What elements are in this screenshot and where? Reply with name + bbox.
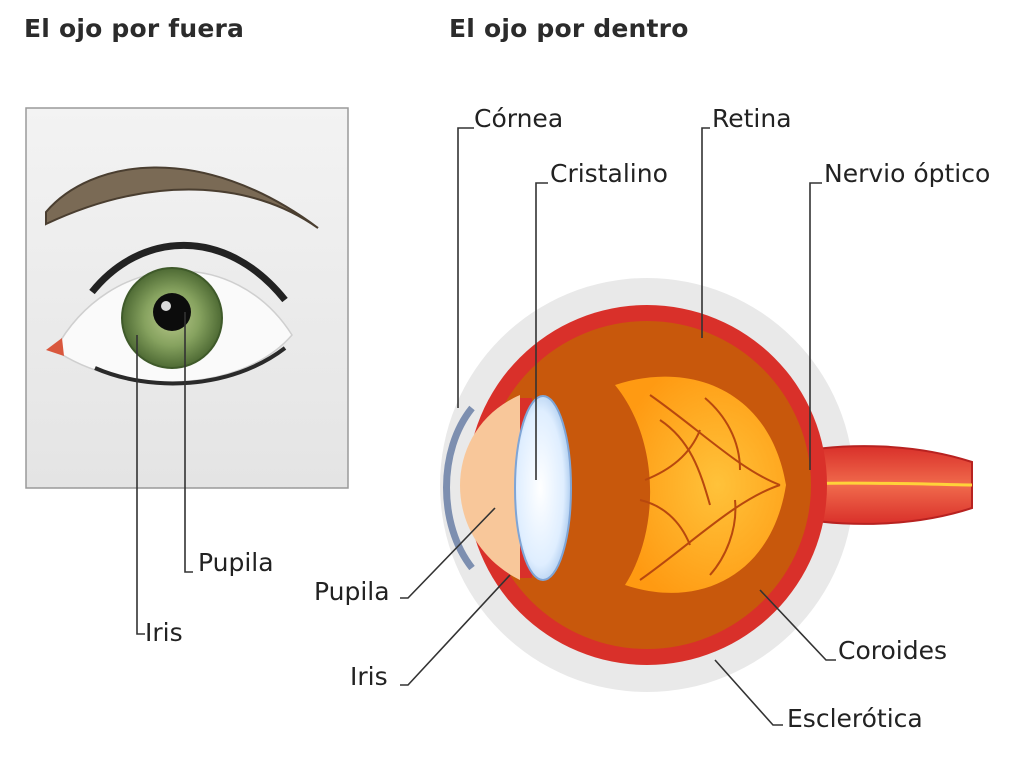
- lens: [514, 395, 572, 581]
- sclera-leader: [714, 659, 783, 726]
- pupil-highlight: [161, 301, 171, 311]
- cornea-leader: [457, 127, 474, 408]
- retina-label: Retina: [712, 104, 792, 133]
- cornea-label: Córnea: [474, 104, 564, 133]
- cornea-edge: [443, 405, 475, 571]
- retina-area: [615, 376, 786, 593]
- optic-nerve: [779, 445, 973, 525]
- sclera-label: Esclerótica: [787, 704, 923, 733]
- upper-eyelashes: [89, 242, 288, 303]
- outside-iris-label: Iris: [145, 618, 183, 647]
- lower-eyelashes: [94, 346, 287, 386]
- inside-iris-label: Iris: [350, 662, 388, 691]
- optic-nerve-label: Nervio óptico: [824, 159, 991, 188]
- inside-heading: El ojo por dentro: [449, 14, 689, 43]
- outside-iris-leader: [136, 335, 145, 635]
- outside-pupil-leader: [184, 312, 193, 573]
- eyebrow: [45, 166, 319, 229]
- optic-nerve-leader: [809, 182, 822, 470]
- retinal-vessels: [639, 394, 781, 581]
- inside-iris-leader: [400, 574, 511, 686]
- anterior-chamber: [460, 395, 520, 580]
- inside-pupil-leader: [400, 507, 496, 599]
- lens-leader: [535, 182, 548, 480]
- tear-duct: [46, 338, 64, 356]
- choroid-label: Coroides: [838, 636, 947, 665]
- outside-heading: El ojo por fuera: [24, 14, 245, 43]
- retina-leader: [701, 127, 710, 338]
- inside-eye-section: [400, 127, 973, 726]
- lens-label: Cristalino: [550, 159, 668, 188]
- outside-pupil-label: Pupila: [198, 548, 274, 577]
- outside-eye-panel: [25, 107, 349, 635]
- inside-pupil-label: Pupila: [314, 577, 390, 606]
- choroid-leader: [759, 589, 836, 661]
